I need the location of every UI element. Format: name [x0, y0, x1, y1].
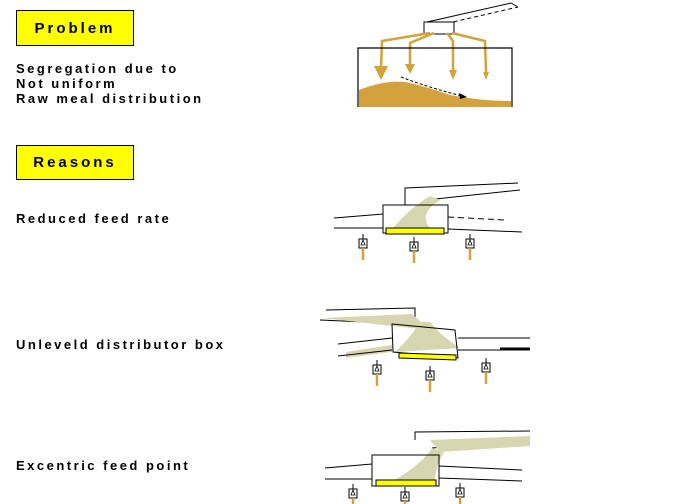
problem-line-3: Raw meal distribution: [16, 91, 204, 106]
problem-line-2: Not uniform: [16, 76, 118, 91]
distribution-arrows: [374, 64, 489, 80]
reduced-feed-rate-diagram: [333, 182, 523, 265]
segregated-meal: [359, 81, 511, 107]
tilted-distributor-box: [391, 323, 459, 359]
problem-heading-text: Problem: [34, 19, 116, 37]
side-ducts: [324, 463, 523, 482]
segregation-bin-diagram: [357, 2, 519, 107]
problem-heading: Problem: [16, 10, 134, 46]
distributor-head: [423, 21, 455, 35]
reason-reduced-feed-rate: Reduced feed rate: [16, 211, 172, 226]
feed-chute: [404, 182, 521, 205]
reasons-heading: Reasons: [16, 145, 134, 180]
side-ducts: [333, 213, 523, 233]
excentric-feed-diagram: [324, 430, 531, 504]
meal-stream: [393, 196, 440, 228]
bin-outline: [357, 47, 513, 107]
reason-excentric-feed-point: Excentric feed point: [16, 458, 191, 473]
tilted-distributor-plate: [398, 352, 457, 361]
segregation-flow-arrow: [400, 76, 467, 99]
distributor-plate: [375, 479, 437, 487]
left-duct-meal: [346, 345, 392, 358]
feed-chute: [426, 2, 519, 26]
unleveled-box-diagram: [319, 307, 530, 394]
distribution-pipes: [379, 31, 488, 73]
reason-unleveled-distributor-box: Unleveld distributor box: [16, 337, 226, 352]
valves: [357, 232, 476, 265]
feed-chute: [414, 430, 531, 452]
valves: [371, 356, 492, 394]
distributor-plate: [385, 227, 445, 235]
side-ducts: [337, 337, 530, 357]
problem-line-1: Segregation due to: [16, 61, 179, 76]
meal-stream: [395, 448, 444, 480]
reasons-heading-text: Reasons: [33, 154, 117, 171]
meal-pile: [395, 322, 460, 352]
feed-chute: [319, 307, 430, 330]
